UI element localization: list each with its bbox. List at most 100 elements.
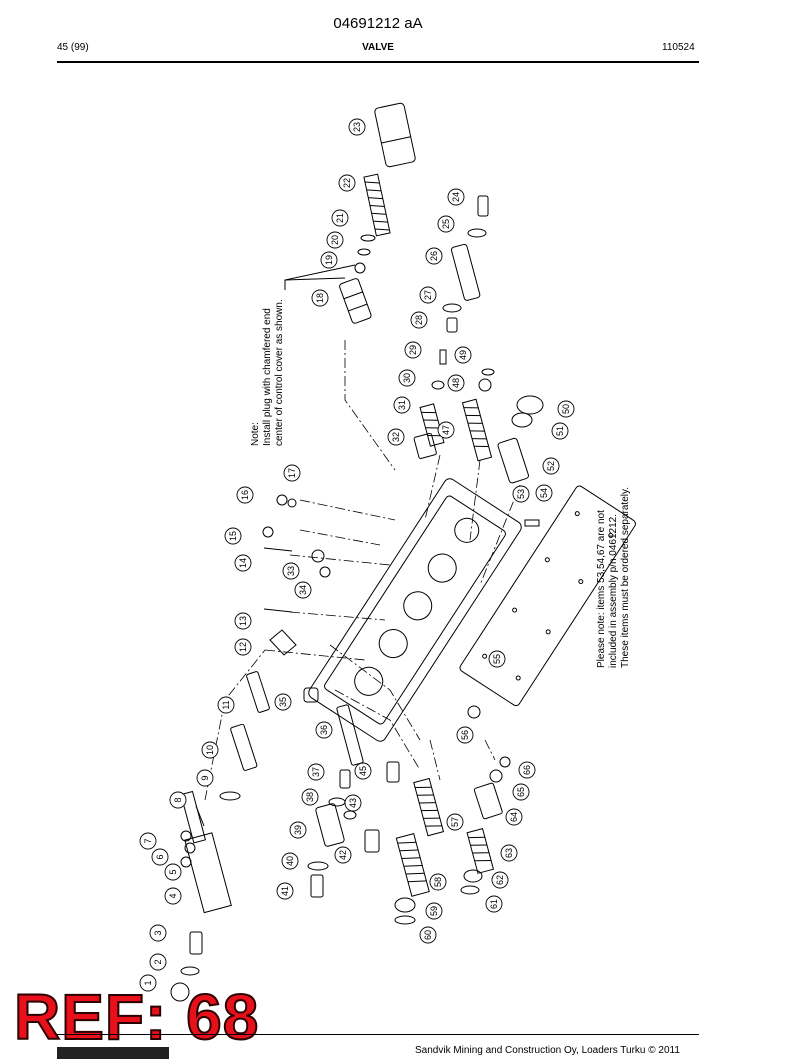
note-leader: [284, 264, 356, 290]
footer-logo: [57, 1047, 169, 1059]
section-title: VALVE: [362, 42, 394, 53]
callout-bubble: [348, 118, 366, 136]
callout-bubble: [234, 638, 252, 656]
callout-bubble: [149, 924, 167, 942]
callout-bubble: [398, 369, 416, 387]
plug-note-line-2: Install plug with chamfered end: [262, 308, 273, 446]
callout-bubble: [164, 863, 182, 881]
callout-bubble: [201, 741, 219, 759]
callout-number: 10: [205, 745, 215, 755]
callout-bubble: [437, 215, 455, 233]
callout-number: 52: [546, 461, 556, 471]
callout-number: 57: [450, 817, 460, 827]
assembly-note-line-3: These items must be ordered separately.: [620, 487, 631, 668]
callout-number: 62: [495, 875, 505, 885]
callout-bubble: [301, 788, 319, 806]
callout-bubble: [419, 286, 437, 304]
callout-bubble: [404, 341, 422, 359]
sleeve-64: [473, 782, 503, 820]
spring-57: [413, 777, 445, 837]
callout-number: 59: [429, 906, 439, 916]
callout-bubble: [289, 821, 307, 839]
callout-number: 29: [408, 345, 418, 355]
callout-number: 18: [315, 293, 325, 303]
callout-bubble: [234, 612, 252, 630]
callout-bubble: [535, 484, 553, 502]
callout-bubble: [387, 428, 405, 446]
callout-bubble: [447, 374, 465, 392]
callout-number: 61: [489, 899, 499, 909]
assembly-lines: [204, 340, 521, 801]
callout-number: 53: [516, 489, 526, 499]
plug-18: [339, 278, 372, 324]
callout-bubble: [139, 974, 157, 992]
callout-bubble: [512, 783, 530, 801]
callout-bubble: [447, 188, 465, 206]
pin-11: [246, 671, 270, 713]
doc-number: 04691212 aA: [333, 15, 423, 32]
callout-number: 40: [285, 856, 295, 866]
callout-bubble: [151, 848, 169, 866]
callout-number: 47: [441, 425, 451, 435]
callout-number: 49: [458, 350, 468, 360]
callout-bubble: [283, 464, 301, 482]
callout-bubble: [425, 902, 443, 920]
callout-number: 31: [397, 400, 407, 410]
exploded-parts-diagram: Note: Install plug with chamfered end ce…: [139, 102, 636, 1002]
plug-note-line-3: center of control cover as shown.: [274, 299, 285, 446]
callout-number: 14: [238, 558, 248, 568]
callout-bubble: [354, 762, 372, 780]
callout-bubble: [410, 311, 428, 329]
callout-number: 3: [153, 930, 163, 935]
header-rule: [57, 61, 699, 63]
plug-note-line-1: Note:: [250, 422, 261, 446]
callout-number: 8: [173, 797, 183, 802]
callout-number: 5: [168, 869, 178, 874]
spool-assembly: [180, 790, 232, 914]
callout-bubble: [542, 457, 560, 475]
pin-36: [336, 704, 364, 766]
callout-number: 4: [168, 893, 178, 898]
callout-number: 17: [287, 468, 297, 478]
assembly-note-line-1: Please note: items 53,54,67 are not: [596, 510, 607, 668]
callout-number: 33: [286, 566, 296, 576]
footer-rule: [57, 1034, 699, 1035]
callout-number: 13: [238, 616, 248, 626]
callout-bubble: [217, 696, 235, 714]
callout-bubble: [315, 721, 333, 739]
spring-22: [363, 173, 391, 237]
callout-bubble: [311, 289, 329, 307]
callout-number: 63: [504, 848, 514, 858]
callout-bubble: [169, 791, 187, 809]
callout-bubble: [419, 926, 437, 944]
callout-number: 41: [280, 886, 290, 896]
small-parts: [170, 195, 544, 1002]
callout-labels: 1234567891011121314151617181920212223242…: [139, 118, 575, 992]
callout-number: 26: [429, 251, 439, 261]
callout-number: 65: [516, 787, 526, 797]
callout-bubble: [491, 871, 509, 889]
callout-number: 20: [330, 235, 340, 245]
callout-bubble: [282, 562, 300, 580]
callout-bubble: [281, 852, 299, 870]
footer-copyright: Sandvik Mining and Construction Oy, Load…: [415, 1045, 680, 1056]
callout-bubble: [196, 769, 214, 787]
valve-body: [308, 478, 522, 742]
callout-bubble: [274, 693, 292, 711]
callout-bubble: [334, 846, 352, 864]
callout-number: 64: [509, 812, 519, 822]
callout-number: 6: [155, 854, 165, 859]
callout-number: 30: [402, 373, 412, 383]
plug-note: Note: Install plug with chamfered end ce…: [250, 299, 285, 446]
callout-number: 60: [423, 930, 433, 940]
callout-number: 38: [305, 792, 315, 802]
callout-number: 7: [143, 838, 153, 843]
page-indicator: 45 (99): [57, 42, 89, 53]
callout-number: 1: [143, 980, 153, 985]
callout-bubble: [429, 873, 447, 891]
callout-bubble: [326, 231, 344, 249]
callout-bubble: [512, 485, 530, 503]
cover-plate: [459, 485, 636, 707]
sleeve-26: [450, 243, 481, 301]
spring-63: [466, 827, 495, 874]
